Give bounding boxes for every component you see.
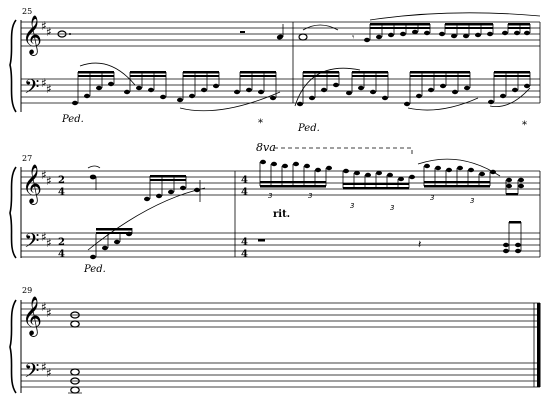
pedal-mark: Ped. [61,114,84,125]
treble-clef-icon: 𝄞 [22,164,42,205]
triplet-mark: 3 [430,194,434,202]
bass-clef-icon: 𝄢 [24,359,39,387]
key-signature-sharp-icon: ♯ [46,25,52,39]
grand-staff-brace [9,19,17,113]
key-signature-sharp-icon: ♯ [41,300,47,314]
bass-staff [21,362,540,388]
key-signature-sharp-icon: ♯ [41,19,47,33]
time-signature-numerator: 4 [241,237,248,248]
whole-note-chords [70,311,80,394]
pedal-mark: Ped. [83,264,106,275]
measure-number: 25 [22,7,32,16]
grand-staff-brace [9,299,17,394]
grand-staff-brace [9,166,17,259]
key-signature-sharp-icon: ♯ [41,360,47,374]
time-signature-numerator: 2 [58,175,65,186]
key-signature-sharp-icon: ♯ [46,236,52,250]
triplet-mark: 3 [470,197,474,205]
svg-text:𝄾: 𝄾 [352,33,355,43]
treble-notes-m28 [259,158,524,196]
bass-clef-icon: 𝄢 [24,229,39,257]
pedal-release-icon: * [258,118,263,129]
tempo-mark: rit. [273,209,290,220]
bass-staff [21,232,540,258]
bass-noteheads [72,81,530,107]
bass-chord [503,221,522,254]
system-2: 27 𝄞 𝄢 ♯ ♯ ♯ ♯ 2 4 2 4 4 4 4 4 [9,141,541,275]
whole-rest-icon [258,239,265,242]
treble-clef-icon: 𝄞 [22,296,42,337]
triplet-mark: 3 [308,192,312,200]
time-signature-denominator: 4 [241,187,248,198]
final-barline [533,303,541,387]
triplet-mark: 3 [268,192,272,200]
octave-mark: 8va [256,141,276,154]
slurs [79,62,531,112]
time-signature-denominator: 4 [58,187,65,198]
measure-number: 29 [22,286,32,295]
bass-clef-icon: 𝄢 [24,75,39,103]
key-signature-sharp-icon: ♯ [46,82,52,96]
bass-notes [87,187,206,260]
key-signature-sharp-icon: ♯ [41,76,47,90]
time-signature-numerator: 4 [241,175,248,186]
triplet-mark: 3 [390,204,394,212]
time-signature-denominator: 4 [241,249,248,260]
pedal-release-icon: * [522,120,527,131]
octave-bracket [274,147,413,154]
key-signature-sharp-icon: ♯ [46,306,52,320]
pedal-mark: Ped. [297,123,320,134]
triplet-mark: 3 [350,202,354,210]
treble-notes: 𝄾 [57,12,541,43]
system-3: 29 𝄞 𝄢 ♯ ♯ ♯ ♯ [9,286,541,394]
quarter-rest-icon: 𝄽 [418,238,421,251]
bass-beams [78,71,530,77]
treble-clef-icon: 𝄞 [22,15,42,56]
key-signature-sharp-icon: ♯ [46,366,52,380]
bass-staff [21,78,540,104]
treble-staff [21,302,540,328]
time-signature-denominator: 4 [58,249,65,260]
key-signature-sharp-icon: ♯ [41,230,47,244]
treble-staff [21,21,540,47]
key-signature-sharp-icon: ♯ [46,174,52,188]
time-signature-numerator: 2 [58,237,65,248]
system-1: 25 𝄞 𝄢 ♯ ♯ ♯ ♯ [9,7,541,134]
measure-number: 27 [22,154,32,163]
treble-notes [87,165,201,202]
key-signature-sharp-icon: ♯ [41,168,47,182]
